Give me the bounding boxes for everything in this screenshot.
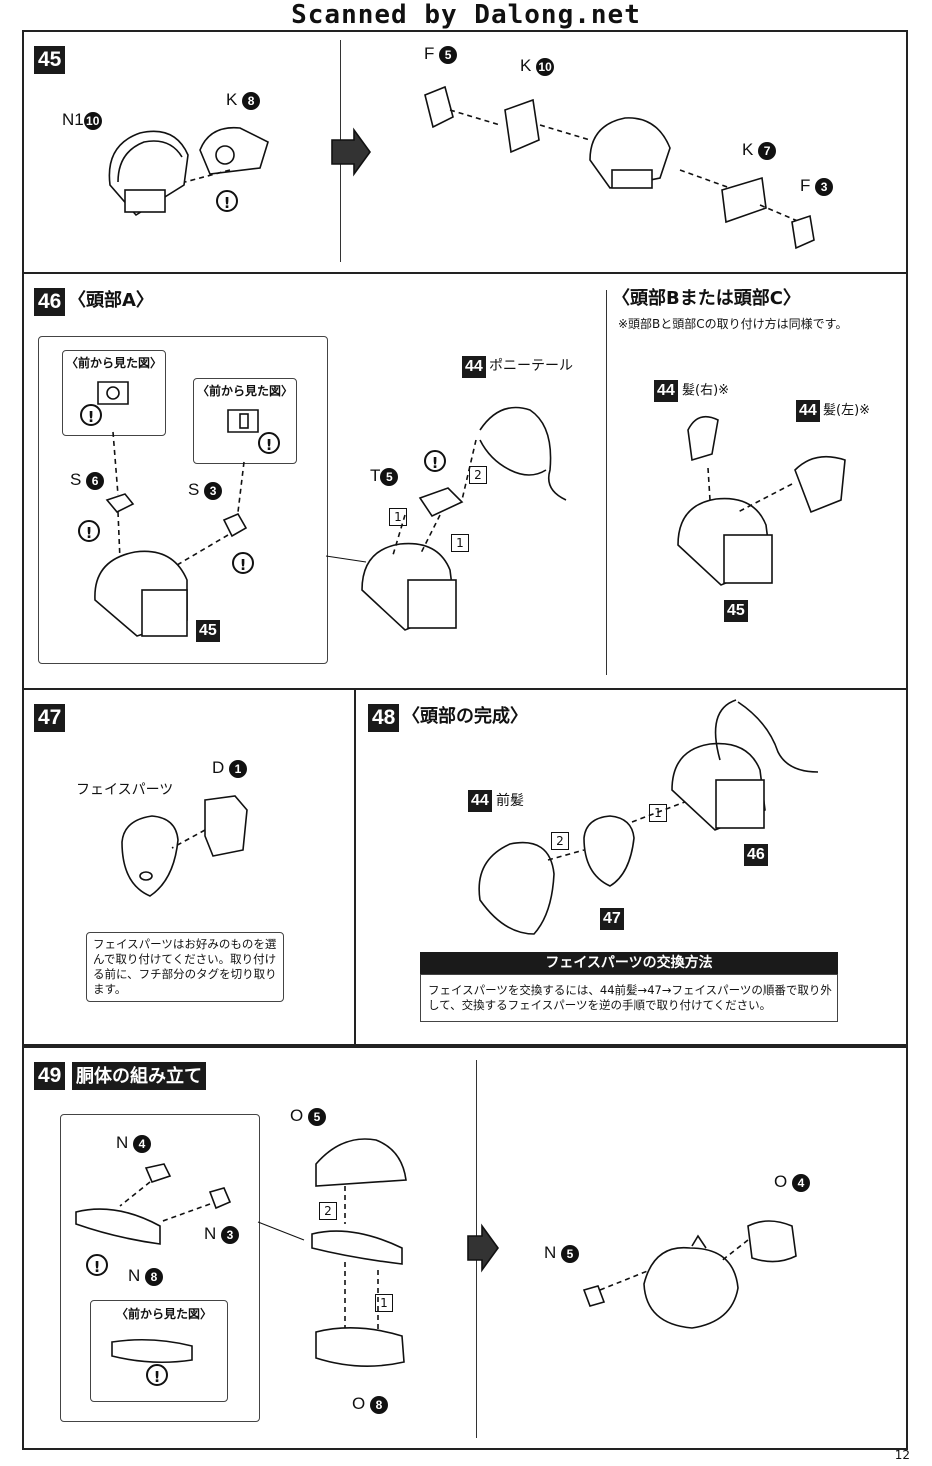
step-title: 胴体の組み立て [72,1062,206,1090]
order-mark: 1 [649,804,667,822]
ponytail-label: ポニーテール [489,358,573,374]
part-label: N 5 [544,1243,580,1263]
part-label: N 3 [204,1224,240,1244]
order-mark: 2 [319,1202,337,1220]
step-ref-tag: 44 [654,380,678,402]
front-view-label: 〈前から見た図〉 [66,356,163,370]
step-ref-tag: 47 [600,908,624,930]
hair-right-label: 髪(右)※ [682,383,730,398]
step-note: ※頭部Bと頭部Cの取り付け方は同様です。 [618,317,848,331]
exchange-text: フェイスパーツを交換するには、44前髪→47→フェイスパーツの順番で取り外して、… [428,983,832,1012]
step-ref-tag: 44 [796,400,820,422]
step-ref-tag: 44 [468,790,492,812]
warning-icon: ! [78,520,100,542]
order-mark: 2 [469,466,487,484]
front-view-label: 〈前から見た図〉 [116,1307,213,1321]
step-ref-tag: 46 [744,844,768,866]
warning-icon: ! [258,432,280,454]
step-number: 47 [34,704,66,732]
part-label: F 5 [424,44,458,64]
warning-icon: ! [146,1364,168,1386]
exchange-box [420,974,838,1022]
warning-icon: ! [86,1254,108,1276]
part-label: O 4 [774,1172,810,1192]
step-ref-tag: 45 [196,620,220,642]
step-number: 48 [368,704,400,732]
warning-icon: ! [232,552,254,574]
warning-icon: ! [216,190,238,212]
order-mark: 1 [389,508,407,526]
part-label: O 5 [290,1106,326,1126]
page-number: 12 [894,1448,910,1462]
part-label: F 3 [800,176,834,196]
part-label: K 7 [742,140,777,160]
part-label: K 8 [226,90,261,110]
hair-left-label: 髪(左)※ [823,403,871,418]
step-title: 〈頭部A〉 [68,290,154,311]
part-label: N 4 [116,1133,152,1153]
part-label: D 1 [212,758,248,778]
order-mark: 1 [375,1294,393,1312]
step-ref-tag: 45 [724,600,748,622]
order-mark: 1 [451,534,469,552]
front-hair-label: 前髪 [496,793,524,809]
step-subtitle: 〈頭部Bまたは頭部C〉 [612,288,801,309]
step-number: 45 [34,46,66,74]
order-mark: 2 [551,832,569,850]
part-label: S 6 [70,470,105,490]
exchange-header: フェイスパーツの交換方法 [420,952,838,974]
scan-banner: Scanned by Dalong.net [291,0,641,30]
part-label: K 10 [520,56,555,76]
warning-icon: ! [424,450,446,472]
part-label: S 3 [188,480,223,500]
face-parts-label: フェイスパーツ [76,782,174,798]
step-number: 49 [34,1062,66,1090]
divider [606,290,607,675]
step-number: 46 [34,288,66,316]
warning-icon: ! [80,404,102,426]
face-note: フェイスパーツはお好みのものを選んで取り付けてください。取り付ける前に、フチ部分… [93,937,277,996]
step-title: 〈頭部の完成〉 [402,706,528,727]
note-box [86,932,284,1002]
step-ref-tag: 44 [462,356,486,378]
part-label: O 8 [352,1394,388,1414]
part-label: N 8 [128,1266,164,1286]
front-view-label: 〈前から見た図〉 [197,384,294,398]
